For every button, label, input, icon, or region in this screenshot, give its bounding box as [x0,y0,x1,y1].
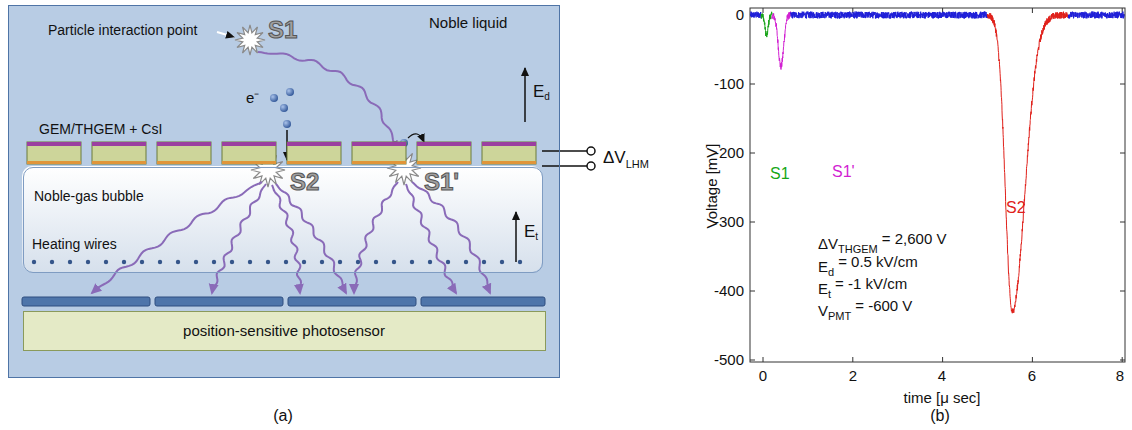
liquid-fill [8,5,560,378]
electrons [270,88,408,147]
callout: Particle interaction point [48,22,197,38]
parameter-value: = -600 V [855,297,912,314]
signal-name: S1 [268,16,297,44]
tick-label: 0 [759,367,767,384]
transfer-field-arrow [515,212,517,262]
axis-title: Voltage [mV] [703,143,720,228]
voltage-subscript: LHM [626,158,649,171]
drift-field-arrow [524,68,526,122]
electron-label: e⁻ [246,89,259,106]
gas-bubble: Noble-gas bubble [23,167,543,273]
tick-label: 2 [849,367,857,384]
parameter-subscript: d [828,266,834,279]
node-label: position-sensitive photosensor [183,322,385,339]
parameter-value: = 2,600 V [882,230,947,247]
parameter: ΔV [818,235,838,252]
tick-label: -400 [714,282,744,299]
photon-paths [92,52,490,293]
lhm-electrode: GEM/THGEM + CsI [23,119,546,167]
sensor-pixels [22,297,545,306]
axis-title: time [μ sec] [904,389,981,406]
tick-label: 8 [1116,367,1124,384]
plot-traces [750,8,1125,362]
panel-label: (a) [273,407,293,425]
panel-label: (b) [930,407,950,425]
lhm-terminals [542,147,595,170]
parameter: E [818,280,828,297]
tick-label: -100 [714,75,744,92]
signal-name: S2 [290,168,319,196]
field-label: E [524,222,535,242]
parameter-value: = -1 kV/cm [835,275,907,292]
tick-label: -500 [714,351,744,368]
bubble-fill [22,166,542,272]
photosensor: position-sensitive photosensor [23,311,546,351]
field-subscript: d [544,91,550,103]
signal-name: S2 [1006,199,1026,217]
parameter: E [818,258,828,275]
voltage-label: ΔV [603,148,626,168]
emission-arrow [408,134,424,142]
particle-arrow [217,32,234,37]
field-label: E [533,82,544,102]
parameter-subscript: PMT [828,310,851,323]
signal-name: S1' [424,168,459,196]
parameter-value: = 0.5 kV/cm [838,253,918,270]
liquid-vessel: Noble liquidGEM/THGEM + CsI Noble-gas bub… [8,5,560,378]
tick-label: 0 [736,6,744,23]
parameter: V [818,302,828,319]
node-label: Noble liquid [429,14,507,31]
tick-label: 6 [1028,367,1036,384]
electrode-bars [27,142,536,164]
signal-name: S1 [770,165,790,183]
signal-name: S1' [832,163,855,181]
heating-wires [32,260,522,264]
field-subscript: t [535,231,538,243]
node-label: GEM/THGEM + CsI [39,121,162,137]
part-label: Heating wires [32,236,117,252]
plot-frame [750,8,1125,362]
node-label: Noble-gas bubble [34,188,144,204]
tick-label: 4 [938,367,946,384]
parameter-subscript: t [828,288,831,301]
